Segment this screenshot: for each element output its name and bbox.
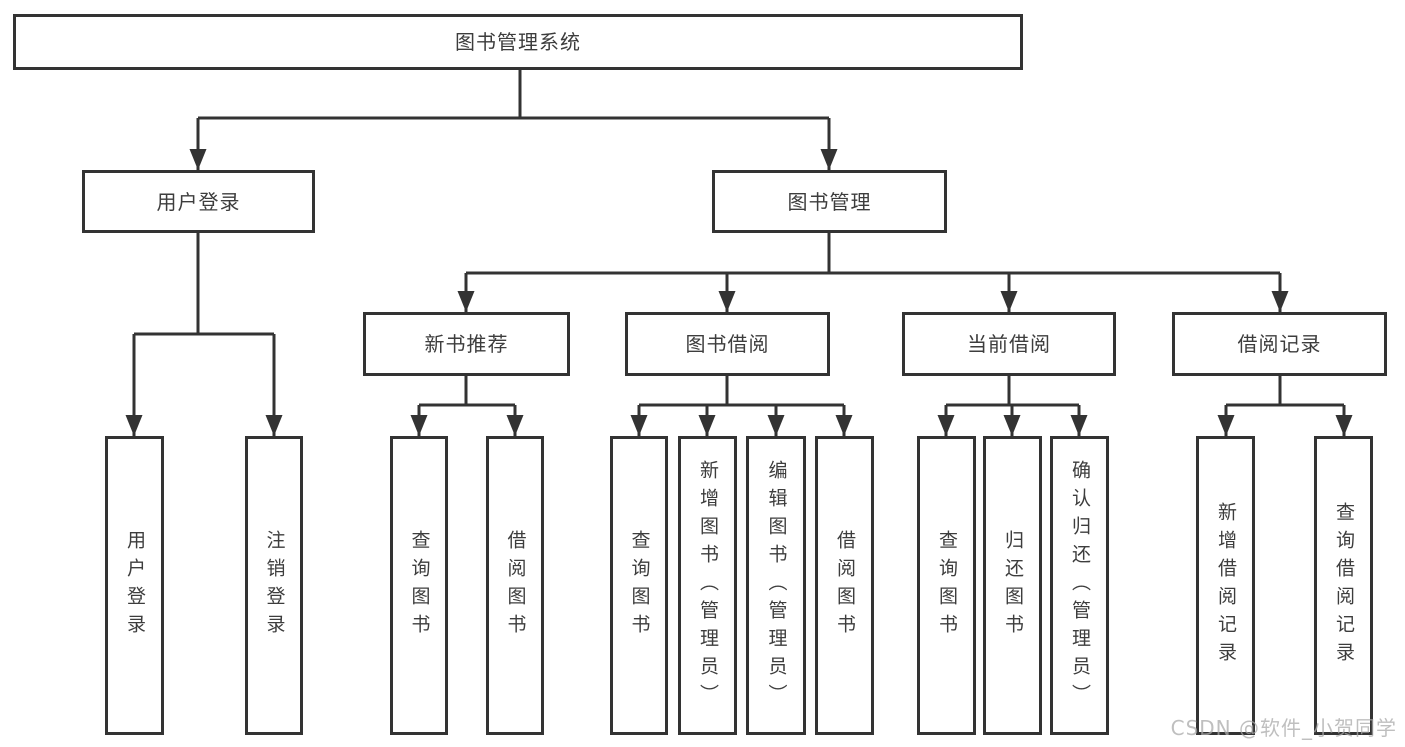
node-book-management: 图书管理: [712, 170, 947, 233]
csdn-watermark: CSDN @软件_小贺同学: [1170, 716, 1397, 740]
connector-book-management-split: [466, 233, 1280, 275]
node-borrowing-records: 借阅记录: [1172, 312, 1387, 376]
node-label: 查询借阅记录: [1333, 501, 1355, 670]
leaf-query-books-a: 查询图书: [390, 436, 448, 735]
leaf-user-login: 用户登录: [105, 436, 164, 735]
leaf-borrow-books-b: 借阅图书: [815, 436, 874, 735]
node-label: 新书推荐: [424, 332, 509, 356]
node-user-login: 用户登录: [82, 170, 315, 233]
node-label: 注销登录: [263, 529, 286, 642]
connector-root-split: [198, 70, 829, 120]
node-label: 借阅图书: [834, 529, 856, 642]
node-label: 编辑图书（管理员）: [765, 459, 788, 712]
node-current-borrowing: 当前借阅: [902, 312, 1116, 376]
node-label: 借阅记录: [1237, 332, 1322, 356]
leaf-edit-book-admin: 编辑图书（管理员）: [746, 436, 806, 735]
node-label: 图书借阅: [685, 332, 770, 356]
leaf-add-borrow-record: 新增借阅记录: [1196, 436, 1255, 735]
node-new-book-recommend: 新书推荐: [363, 312, 570, 376]
node-label: 确认归还（管理员）: [1069, 459, 1091, 712]
node-label: 借阅图书: [504, 529, 527, 642]
connector-borrowing-records-split: [1226, 376, 1344, 407]
connector-new-book-split: [419, 376, 515, 407]
leaf-borrow-books-a: 借阅图书: [486, 436, 544, 735]
node-label: 用户登录: [156, 189, 241, 214]
connector-user-login-split: [134, 233, 274, 336]
node-label: 查询图书: [408, 529, 431, 642]
leaf-add-book-admin: 新增图书（管理员）: [678, 436, 737, 735]
node-label: 当前借阅: [967, 332, 1051, 356]
node-library-management-system: 图书管理系统: [13, 14, 1023, 70]
node-book-borrowing: 图书借阅: [625, 312, 830, 376]
connector-current-borrowing-split: [946, 376, 1079, 407]
node-label: 新增图书（管理员）: [697, 459, 719, 712]
leaf-query-books-c: 查询图书: [917, 436, 976, 735]
leaf-query-books-b: 查询图书: [610, 436, 668, 735]
node-label: 查询图书: [628, 529, 651, 642]
leaf-query-borrow-record: 查询借阅记录: [1314, 436, 1373, 735]
node-label: 新增借阅记录: [1215, 501, 1237, 670]
node-label: 查询图书: [936, 529, 958, 642]
node-label: 归还图书: [1002, 529, 1024, 642]
node-label: 图书管理: [787, 189, 872, 214]
leaf-return-books: 归还图书: [983, 436, 1042, 735]
leaf-logout-login: 注销登录: [245, 436, 303, 735]
node-label: 图书管理系统: [455, 30, 581, 54]
connector-book-borrowing-split: [639, 376, 844, 407]
leaf-confirm-return-admin: 确认归还（管理员）: [1050, 436, 1109, 735]
node-label: 用户登录: [124, 529, 146, 642]
